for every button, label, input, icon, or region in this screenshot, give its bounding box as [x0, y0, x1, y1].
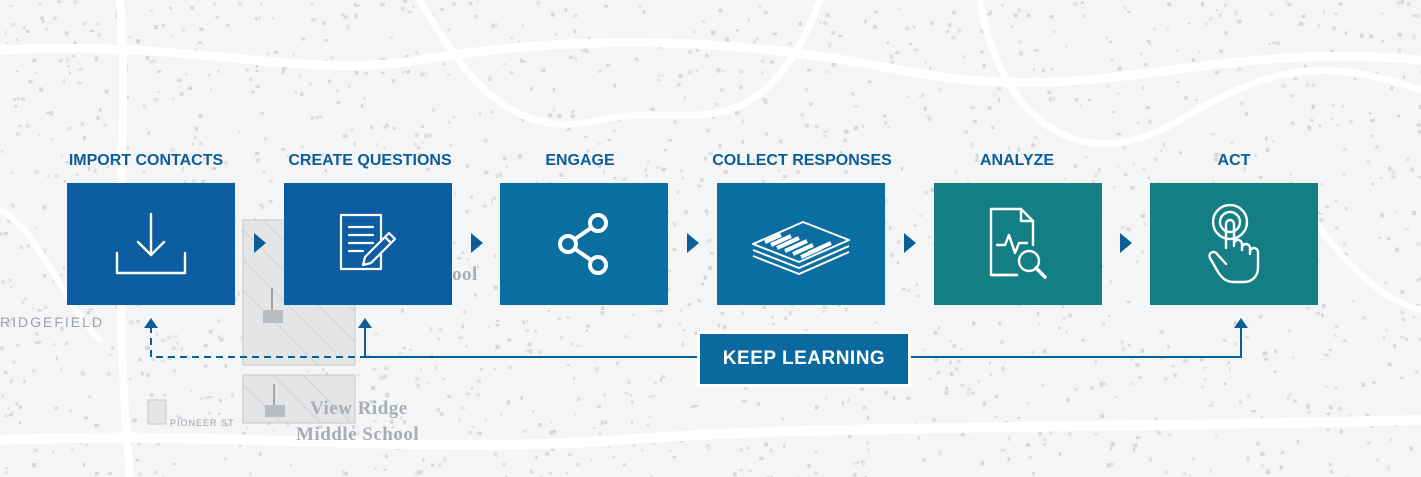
- step-act[interactable]: [1150, 183, 1318, 305]
- map-label-school-line2: Middle School: [296, 424, 420, 445]
- step-label-analyze: ANALYZE: [979, 152, 1055, 169]
- tap-hand-icon: [1208, 203, 1260, 284]
- download-icon: [115, 212, 187, 275]
- step-collect-responses[interactable]: [717, 183, 885, 305]
- flow-arrow-3: [687, 233, 699, 253]
- step-analyze[interactable]: [934, 183, 1102, 305]
- document-pencil-icon: [339, 213, 397, 271]
- keep-learning-badge: KEEP LEARNING: [700, 334, 908, 384]
- flow-arrow-2: [471, 233, 483, 253]
- step-label-engage: ENGAGE: [545, 152, 615, 169]
- stacked-forms-icon: [752, 221, 850, 275]
- step-label-collect-responses: COLLECT RESPONSES: [712, 152, 892, 169]
- step-label-create-questions: CREATE QUESTIONS: [288, 152, 452, 169]
- step-label-import-contacts: IMPORT CONTACTS: [68, 152, 224, 169]
- step-import-contacts[interactable]: [67, 183, 235, 305]
- map-label-school-line1: View Ridge: [310, 398, 408, 419]
- report-magnifier-icon: [989, 207, 1047, 279]
- map-label-ridgefield: RIDGEFIELD: [0, 314, 105, 330]
- flow-arrow-1: [254, 233, 266, 253]
- step-create-questions[interactable]: [284, 183, 452, 305]
- map-label-street: PIONEER ST: [170, 418, 235, 428]
- step-engage[interactable]: [500, 183, 668, 305]
- map-label-school-partial: ool: [452, 264, 478, 285]
- step-label-act: ACT: [1217, 152, 1251, 169]
- flow-arrow-5: [1120, 233, 1132, 253]
- flow-arrow-4: [904, 233, 916, 253]
- share-icon: [558, 213, 608, 275]
